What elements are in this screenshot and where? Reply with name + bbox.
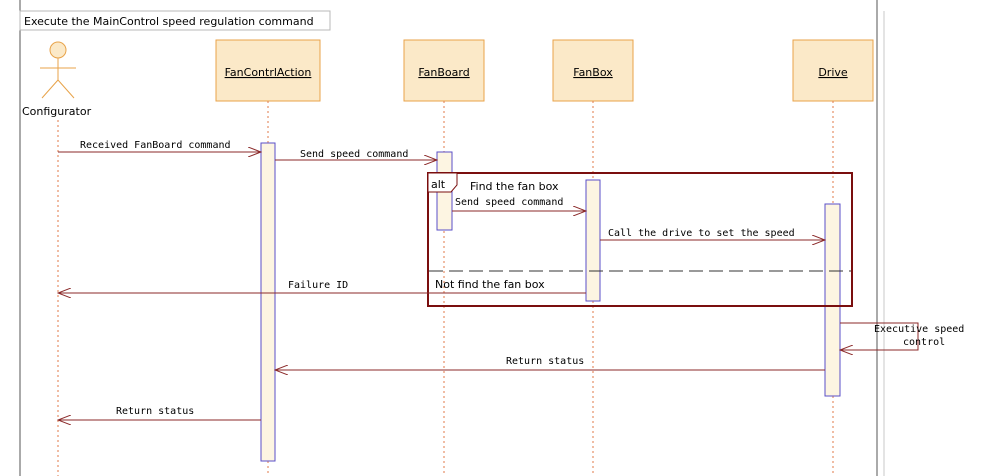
message-label-6b: control: [903, 337, 945, 348]
alt-else-label: Not find the fan box: [435, 278, 545, 291]
message-label-6a: Executive speed: [874, 324, 964, 335]
message-label-4: Call the drive to set the speed: [608, 228, 795, 239]
activation-drive: [824, 203, 841, 397]
message-label-1: Received FanBoard command: [80, 140, 231, 151]
message-label-7: Return status: [506, 356, 584, 367]
lifeline-head-fanboard[interactable]: FanBoard: [403, 39, 485, 102]
frame-title-box: [19, 10, 331, 31]
alt-fragment: [427, 172, 853, 307]
message-label-5: Failure ID: [288, 280, 348, 291]
message-label-2: Send speed command: [300, 149, 408, 160]
lifeline-label-fanboard: FanBoard: [418, 66, 469, 79]
activation-fanbox: [585, 179, 601, 302]
lifeline-head-fanbox[interactable]: FanBox: [552, 39, 634, 102]
actor-label: Configurator: [22, 105, 92, 118]
lifeline-head-drive[interactable]: Drive: [792, 39, 874, 102]
lifeline-label-drive: Drive: [818, 66, 848, 79]
message-label-3: Send speed command: [455, 197, 563, 208]
lifeline-label-fancontrlaction: FanContrlAction: [225, 66, 312, 79]
alt-guard-label: Find the fan box: [470, 180, 559, 193]
actor-configurator[interactable]: [40, 41, 76, 99]
activation-fancontrlaction: [260, 142, 276, 462]
alt-operator-label: alt: [431, 178, 446, 191]
message-arrow-6-self[interactable]: [840, 322, 919, 350]
message-label-8: Return status: [116, 406, 194, 417]
diagram-title: Execute the MainControl speed regulation…: [24, 15, 314, 28]
lifeline-head-fancontrlaction[interactable]: FanContrlAction: [215, 39, 321, 102]
lifeline-label-fanbox: FanBox: [573, 66, 613, 79]
